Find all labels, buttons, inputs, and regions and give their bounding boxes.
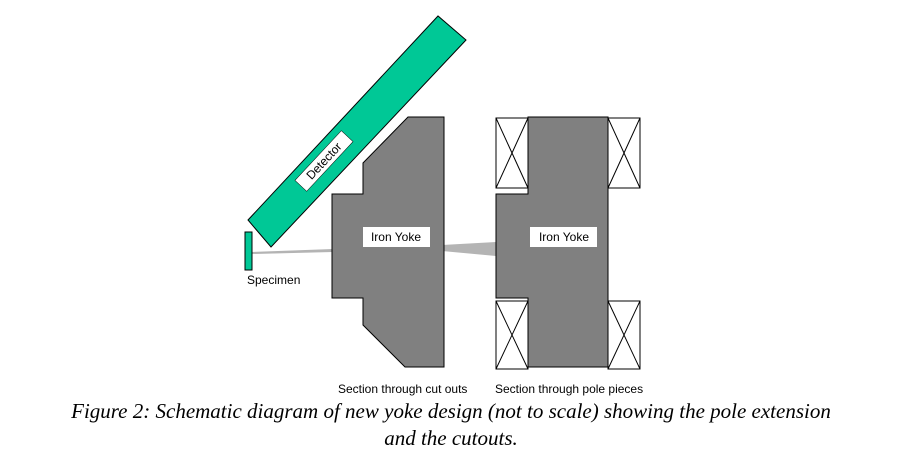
yoke-right-label-box <box>530 227 597 247</box>
section-cutouts-label: Section through cut outs <box>338 382 467 396</box>
yoke-pole-pieces: Iron Yoke <box>495 116 641 370</box>
yoke-right-label: Iron Yoke <box>539 230 589 244</box>
caption-line-2: and the cutouts. <box>384 426 518 450</box>
yoke-left-label: Iron Yoke <box>371 230 421 244</box>
section-pole-pieces-label: Section through pole pieces <box>495 382 643 396</box>
yoke-left-label-box <box>363 227 430 247</box>
yoke-cutouts: Iron Yoke <box>331 116 445 368</box>
specimen-beam <box>252 249 333 254</box>
coil-top-left <box>495 117 529 189</box>
specimen-label: Specimen <box>247 273 300 287</box>
coil-bottom-left <box>495 300 529 370</box>
detector-label-box <box>294 130 354 192</box>
coil-bottom-right <box>607 300 641 370</box>
coil-top-right <box>607 117 641 189</box>
specimen <box>244 231 253 271</box>
detector-bar <box>247 15 467 248</box>
figure-caption: Figure 2: Schematic diagram of new yoke … <box>0 398 902 452</box>
pole-gap <box>442 242 496 256</box>
caption-line-1: Figure 2: Schematic diagram of new yoke … <box>71 399 831 423</box>
